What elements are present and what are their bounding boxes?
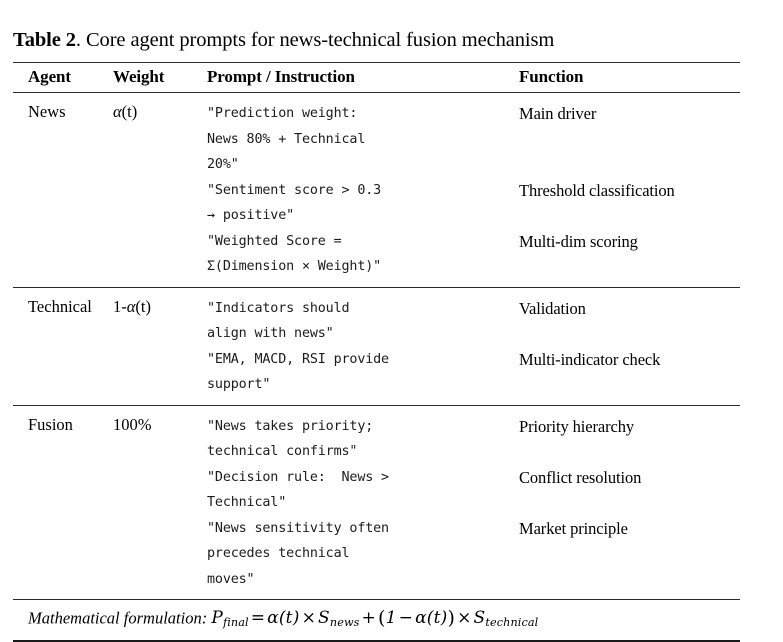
prompt-text: "Indicators should align with news" (207, 300, 350, 342)
formula-expression: Pfinal=α(t)×Snews+(1−α(t))×Stechnical (211, 607, 539, 630)
prompt-text: "Prediction weight: News 80% + Technical… (207, 106, 366, 172)
entry-stack: "News takes priority; technical confirms… (198, 414, 740, 593)
formula-term2-times: × (457, 608, 472, 629)
prompt-text: "Decision rule: News > Technical" (207, 469, 389, 511)
formula-term1-alpha: α(t) (267, 608, 300, 629)
cell-entries: "News takes priority; technical confirms… (198, 405, 740, 600)
entry-row: "Weighted Score = Σ(Dimension × Weight)"… (198, 229, 740, 280)
table-caption: Table 2. Core agent prompts for news-tec… (13, 27, 741, 53)
formula-plus: + (361, 608, 376, 629)
cell-agent: Fusion (28, 414, 73, 434)
function-text: Validation (519, 298, 586, 318)
entry-row: "News takes priority; technical confirms… (198, 414, 740, 465)
formula-equals: = (250, 608, 266, 629)
function-text: Priority hierarchy (519, 416, 635, 436)
alpha-symbol: α (113, 102, 122, 121)
formula-term2-var: S (473, 608, 486, 629)
cell-entries: "Indicators should align with news" Vali… (198, 287, 740, 405)
table-row: Technical 1-α(t) "Indicators should alig… (13, 287, 740, 405)
function-text: Market principle (519, 518, 628, 538)
cell-agent: News (28, 102, 66, 121)
function-text: Threshold classification (519, 180, 675, 200)
formula-term2-sub: technical (485, 616, 539, 630)
core-agent-prompts-table: Agent Weight Prompt / Instruction Functi… (13, 62, 740, 642)
column-header-prompt: Prompt / Instruction (207, 67, 355, 86)
weight-prefix: 1- (113, 296, 127, 316)
cell-weight: 100% (105, 405, 198, 600)
column-header-agent: Agent (28, 67, 71, 86)
table-row: News α(t) "Prediction weight: News 80% +… (13, 92, 740, 288)
prompt-text: "News sensitivity often precedes technic… (207, 520, 389, 587)
formula-lhs-sub: final (222, 616, 249, 630)
cell-entries: "Prediction weight: News 80% + Technical… (198, 93, 740, 288)
cell-weight: α(t) (105, 93, 198, 288)
prompt-text: "News takes priority; technical confirms… (207, 418, 374, 460)
prompt-text: "Sentiment score > 0.3 → positive" (207, 182, 382, 224)
prompt-text: "EMA, MACD, RSI provide support" (207, 351, 389, 393)
cell-agent: Technical (28, 296, 92, 316)
formula-term1-sub: news (329, 616, 360, 630)
formula-minus: − (398, 608, 414, 629)
entry-row: "Indicators should align with news" Vali… (198, 296, 740, 347)
formula-lhs-var: P (211, 608, 223, 629)
formula-term2-alpha: α(t) (415, 608, 448, 629)
formula-colon: : (201, 608, 208, 628)
entry-row: "EMA, MACD, RSI provide support" Multi-i… (198, 347, 740, 398)
cell-weight: 1-α(t) (105, 287, 198, 405)
weight-suffix: (t) (135, 296, 151, 316)
formula-label: Mathematical formulation (28, 608, 202, 628)
function-text: Multi-indicator check (519, 349, 661, 369)
column-header-function: Function (519, 67, 584, 86)
weight-suffix: (t) (121, 102, 138, 121)
table-header: Agent Weight Prompt / Instruction Functi… (13, 62, 740, 93)
caption-label: Table 2 (13, 29, 76, 51)
entry-row: "News sensitivity often precedes technic… (198, 516, 740, 593)
entry-stack: "Indicators should align with news" Vali… (198, 296, 740, 398)
formula-close-paren: ) (447, 607, 456, 629)
weight-prefix: 100% (113, 414, 152, 434)
function-text: Multi-dim scoring (519, 231, 638, 251)
entry-stack: "Prediction weight: News 80% + Technical… (198, 101, 740, 280)
function-text: Conflict resolution (519, 467, 642, 487)
table-figure: Table 2. Core agent prompts for news-tec… (13, 27, 741, 642)
table-row: Fusion 100% "News takes priority; techni… (13, 405, 740, 600)
function-text: Main driver (519, 104, 597, 123)
entry-row: "Prediction weight: News 80% + Technical… (198, 101, 740, 178)
formula-open-paren: ( (377, 607, 386, 629)
caption-text: . Core agent prompts for news-technical … (75, 29, 555, 51)
formula-term1-var: S (318, 608, 330, 629)
prompt-text: "Weighted Score = Σ(Dimension × Weight)" (207, 233, 382, 275)
formula-one: 1 (385, 608, 397, 629)
entry-row: "Sentiment score > 0.3 → positive" Thres… (198, 178, 740, 229)
entry-row: "Decision rule: News > Technical" Confli… (198, 465, 740, 516)
alpha-symbol: α (126, 296, 136, 316)
table-header-row: Agent Weight Prompt / Instruction Functi… (13, 62, 740, 93)
column-header-weight: Weight (113, 67, 165, 86)
formula-term1-times: × (301, 608, 317, 629)
table-body: News α(t) "Prediction weight: News 80% +… (13, 92, 740, 642)
